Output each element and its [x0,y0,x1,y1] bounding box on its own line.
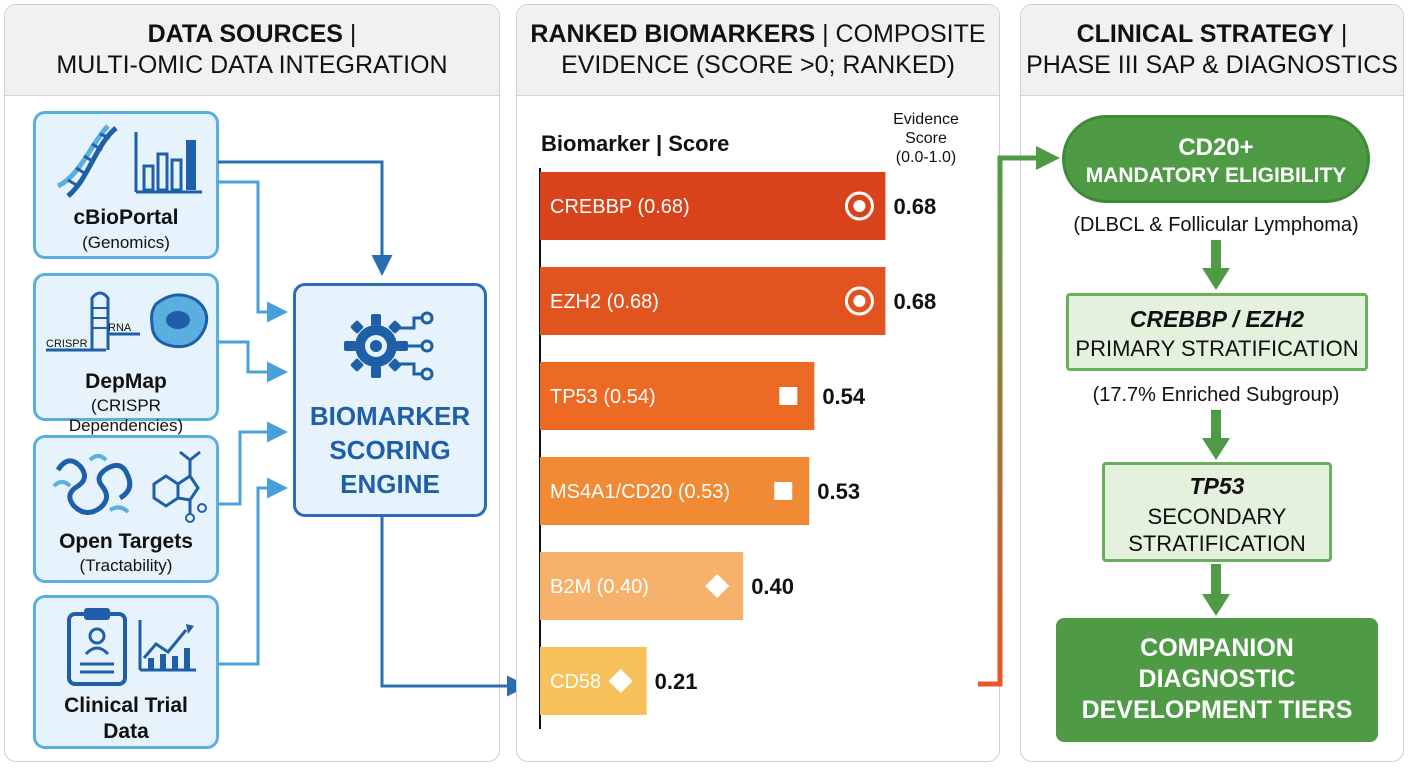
molecule-icon [152,450,207,523]
clinical-strategy-title: CLINICAL STRATEGY | [1076,20,1348,48]
eligibility-line1: CD20+ [1178,134,1254,161]
value-label: 0.54 [822,384,866,409]
primary-stratification-node[interactable]: CREBBP / EZH2 PRIMARY STRATIFICATION [1066,293,1368,371]
data-sources-title: DATA SOURCES | [147,20,357,48]
source-depmap[interactable]: CRISPR RNA DepMap (CRISPR Dependencies) [33,273,219,435]
source-name: Open Targets [59,530,193,553]
source-clinical-trial[interactable]: Clinical Trial Data [33,595,219,749]
bar-label: CREBBP (0.68) [550,196,690,218]
bar-chart-icon [134,132,202,194]
bar-label: TP53 (0.54) [550,386,656,408]
eligibility-node[interactable]: CD20+ MANDATORY ELIGIBILITY [1062,115,1370,203]
eligibility-line2: MANDATORY ELIGIBILITY [1085,164,1347,187]
data-sources-header: DATA SOURCES | MULTI-OMIC DATA INTEGRATI… [5,5,499,96]
source-name: DepMap [85,370,167,393]
clipboard-icon [67,608,127,686]
secondary-line3: STRATIFICATION [1128,531,1306,556]
ranked-biomarkers-subtitle: EVIDENCE (SCORE >0; RANKED) [561,51,955,79]
value-label: 0.68 [893,289,936,314]
engine-label-line2: SCORING [329,435,451,465]
source-cbioportal[interactable]: cBioPortal (Genomics) [33,111,219,259]
marker-target-icon [844,191,874,221]
marker-target-icon [844,286,874,316]
bar-tp53 [540,362,815,430]
clinical-strategy-header: CLINICAL STRATEGY | PHASE III SAP & DIAG… [1021,5,1403,96]
value-header-line3: (0.0-1.0) [895,149,957,166]
down-arrow-icon [1202,564,1230,616]
marker-diamond-icon [705,574,730,598]
marker-square-icon [779,387,798,405]
data-sources-subtitle: MULTI-OMIC DATA INTEGRATION [56,51,448,79]
ranked-biomarkers-title: RANKED BIOMARKERS | COMPOSITE [530,20,986,48]
source-subtitle: (Tractability) [79,556,173,575]
companion-line1: COMPANION [1140,634,1294,662]
secondary-line1: TP53 [1189,473,1245,499]
chart-column-header: Biomarker | Score [541,131,730,156]
primary-line2: PRIMARY STRATIFICATION [1075,336,1359,361]
secondary-line2: SECONDARY [1147,504,1287,529]
engine-label-line1: BIOMARKER [309,401,471,431]
engine-label-line3: ENGINE [340,469,440,499]
bar-crebbp [540,172,886,240]
source-name: cBioPortal [73,206,179,229]
companion-line3: DEVELOPMENT TIERS [1081,696,1353,724]
value-label: 0.53 [817,479,860,504]
marker-diamond-icon [608,669,633,693]
crispr-tag: CRISPR [46,338,88,350]
down-arrow-icon [1202,410,1230,460]
source-subtitle: Data [103,720,149,743]
marker-square-icon [774,482,793,500]
value-label: 0.68 [893,194,936,219]
value-label: 0.40 [751,574,794,599]
bar-label: EZH2 (0.68) [550,291,659,313]
companion-line2: DIAGNOSTIC [1138,665,1296,693]
value-header-line1: Evidence [893,111,959,128]
bar-ms4a1-cd20 [540,457,810,525]
secondary-stratification-node[interactable]: TP53 SECONDARY STRATIFICATION [1102,462,1332,562]
source-name: Clinical Trial [64,694,188,717]
bar-label: CD58 [550,671,601,693]
source-subtitle: (Genomics) [82,233,170,252]
dna-icon [56,124,118,198]
rna-tag: RNA [108,322,132,334]
bar-label: MS4A1/CD20 (0.53) [550,481,730,503]
source-subtitle: (CRISPR Dependencies) [68,396,184,435]
clinical-strategy-subtitle: PHASE III SAP & DIAGNOSTICS [1026,51,1398,79]
biomarker-scoring-engine[interactable]: BIOMARKER SCORING ENGINE [293,283,487,517]
bar-ezh2 [540,267,886,335]
down-arrow-icon [1202,240,1230,290]
trend-chart-icon [138,620,196,672]
value-header-line2: Score [905,130,947,147]
value-label: 0.21 [655,669,698,694]
primary-line1: CREBBP / EZH2 [1129,306,1305,332]
data-sources-panel: DATA SOURCES | MULTI-OMIC DATA INTEGRATI… [4,4,500,762]
source-open-targets[interactable]: Open Targets (Tractability) [33,435,219,583]
crispr-icon [46,291,209,352]
companion-diagnostic-node[interactable]: COMPANION DIAGNOSTIC DEVELOPMENT TIERS [1056,618,1378,742]
protein-icon [52,454,133,515]
value-header: Evidence Score (0.0-1.0) [868,110,984,167]
gear-network-icon [344,311,434,381]
bar-label: B2M (0.40) [550,576,649,598]
eligibility-note: (DLBCL & Follicular Lymphoma) [1073,214,1359,236]
primary-note: (17.7% Enriched Subgroup) [1092,384,1340,406]
ranked-biomarkers-header: RANKED BIOMARKERS | COMPOSITE EVIDENCE (… [517,5,999,96]
